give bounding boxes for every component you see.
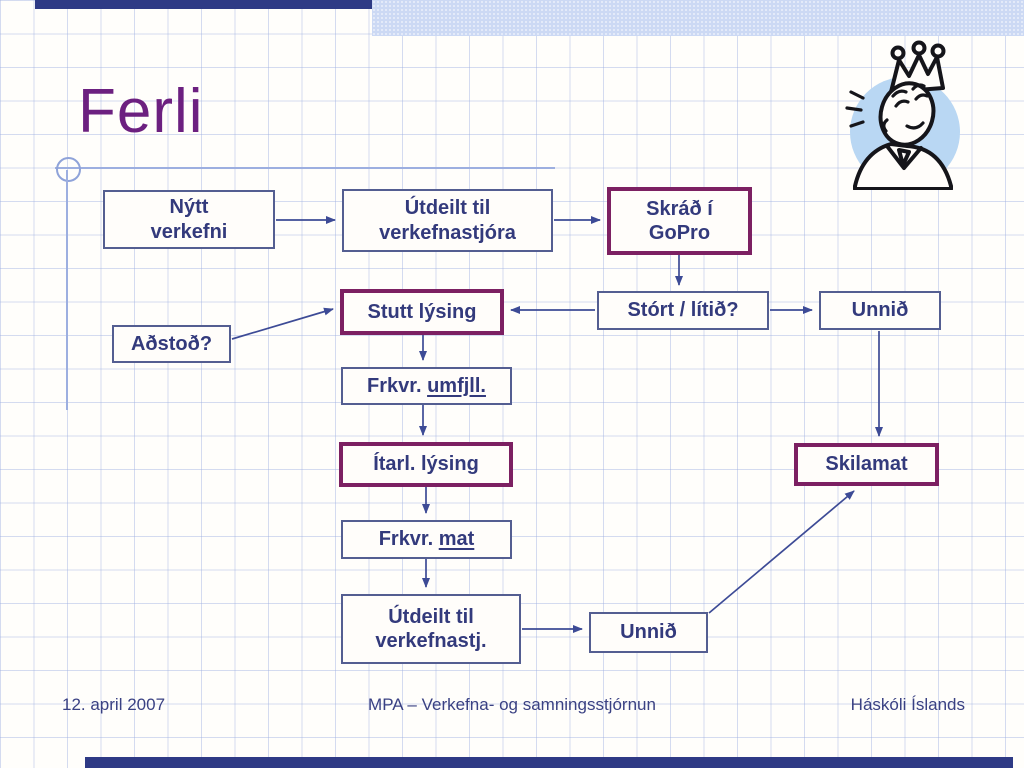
left-vertical-rule: [66, 170, 68, 410]
flow-node-itarl-lysing: Ítarl. lýsing: [339, 442, 513, 487]
page-title: Ferli: [78, 77, 204, 146]
frkvr-umfjll-prefix: Frkvr.: [367, 374, 428, 397]
frkvr-mat-prefix: Frkvr.: [378, 528, 439, 551]
top-blue-accent-bar: [372, 0, 1024, 36]
flow-node-frkvr-umfjll: Frkvr. umfjll.: [341, 367, 512, 405]
flow-node-stutt-lysing: Stutt lýsing: [340, 289, 504, 335]
footer-course: MPA – Verkefna- og samningsstjórnun: [368, 695, 656, 714]
flow-node-utdeilt-til-verkefnastjora: Útdeilt til verkefnastjóra: [342, 189, 553, 252]
flow-node-unnid-bottom: Unnið: [589, 612, 708, 653]
crown-person-clipart: [845, 40, 960, 190]
flow-node-skilamat: Skilamat: [794, 443, 939, 486]
flow-node-nytt-verkefni: Nýtt verkefni: [103, 190, 275, 249]
footer-institution: Háskóli Íslands: [850, 695, 965, 714]
frkvr-mat-underlined: mat: [438, 528, 475, 551]
title-underline-rule: [55, 167, 555, 169]
flow-node-utdeilt-til-verkefnastj: Útdeilt til verkefnastj.: [341, 594, 521, 664]
flow-node-stort-litid: Stórt / lítið?: [597, 291, 769, 330]
bottom-navy-accent-bar: [85, 757, 1013, 768]
flow-node-frkvr-mat: Frkvr. mat: [341, 520, 512, 559]
flow-node-unnid-right: Unnið: [819, 291, 941, 330]
frkvr-umfjll-underlined: umfjll.: [427, 374, 486, 397]
footer-date: 12. april 2007: [62, 695, 166, 714]
flow-node-skrad-i-gopro: Skráð í GoPro: [607, 187, 752, 255]
title-circle-ornament: [56, 157, 81, 182]
top-navy-accent-bar: [35, 0, 372, 9]
flow-node-adstod: Aðstoð?: [112, 325, 231, 363]
